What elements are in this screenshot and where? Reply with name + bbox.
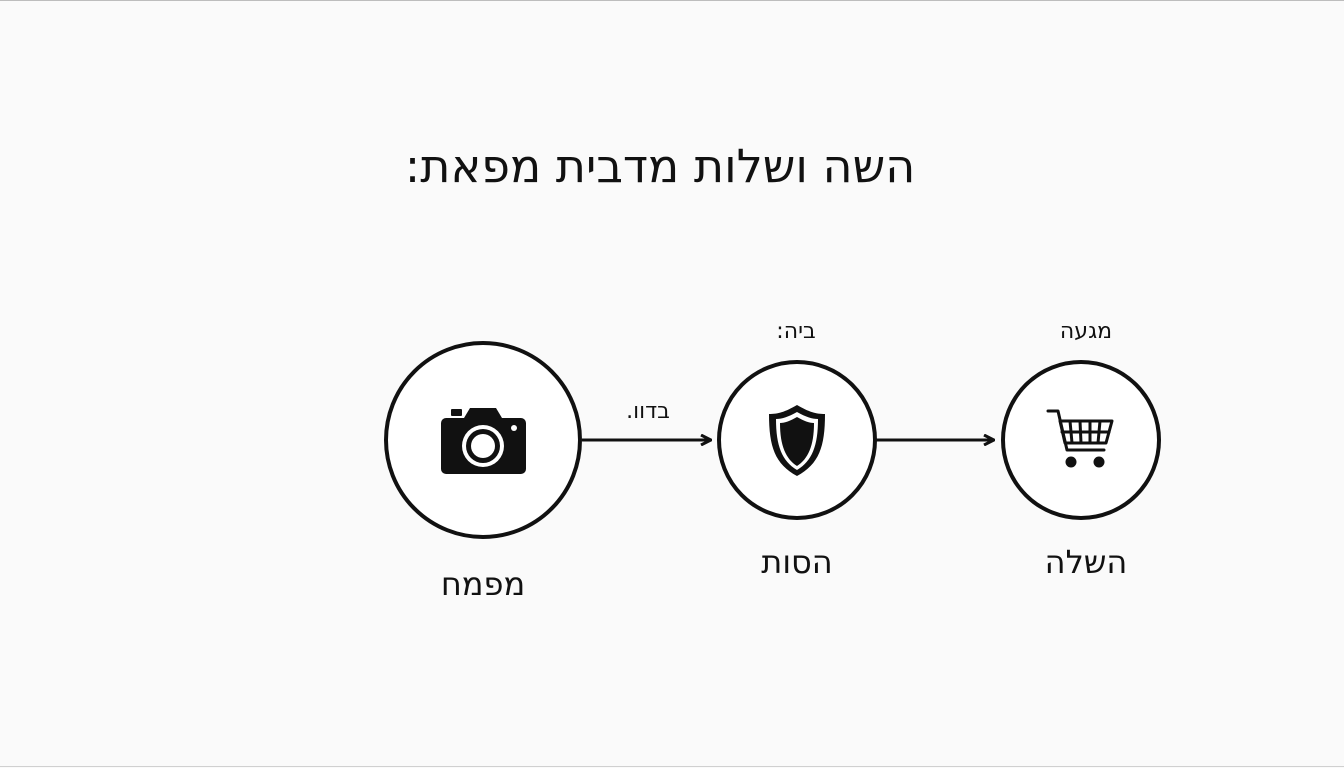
top-border [0, 0, 1344, 1]
edge-label-camera-to-shield: בדוו. [626, 399, 670, 424]
shield-icon [769, 405, 825, 476]
shopping-cart-icon [1046, 409, 1114, 468]
node-top-label-shield: ביה: [776, 319, 816, 344]
node-label-camera: מפמח [440, 565, 526, 603]
node-camera [384, 341, 582, 539]
diagram-title: השה ושלות מדבית מפאת: [404, 139, 916, 193]
node-label-cart: השלה [1044, 543, 1128, 581]
node-label-shield: הסות [761, 543, 833, 581]
node-cart [1001, 360, 1161, 520]
bottom-border [0, 766, 1344, 767]
camera-icon [441, 408, 526, 474]
node-shield [717, 360, 877, 520]
node-top-label-cart: מגעה [1059, 319, 1113, 344]
